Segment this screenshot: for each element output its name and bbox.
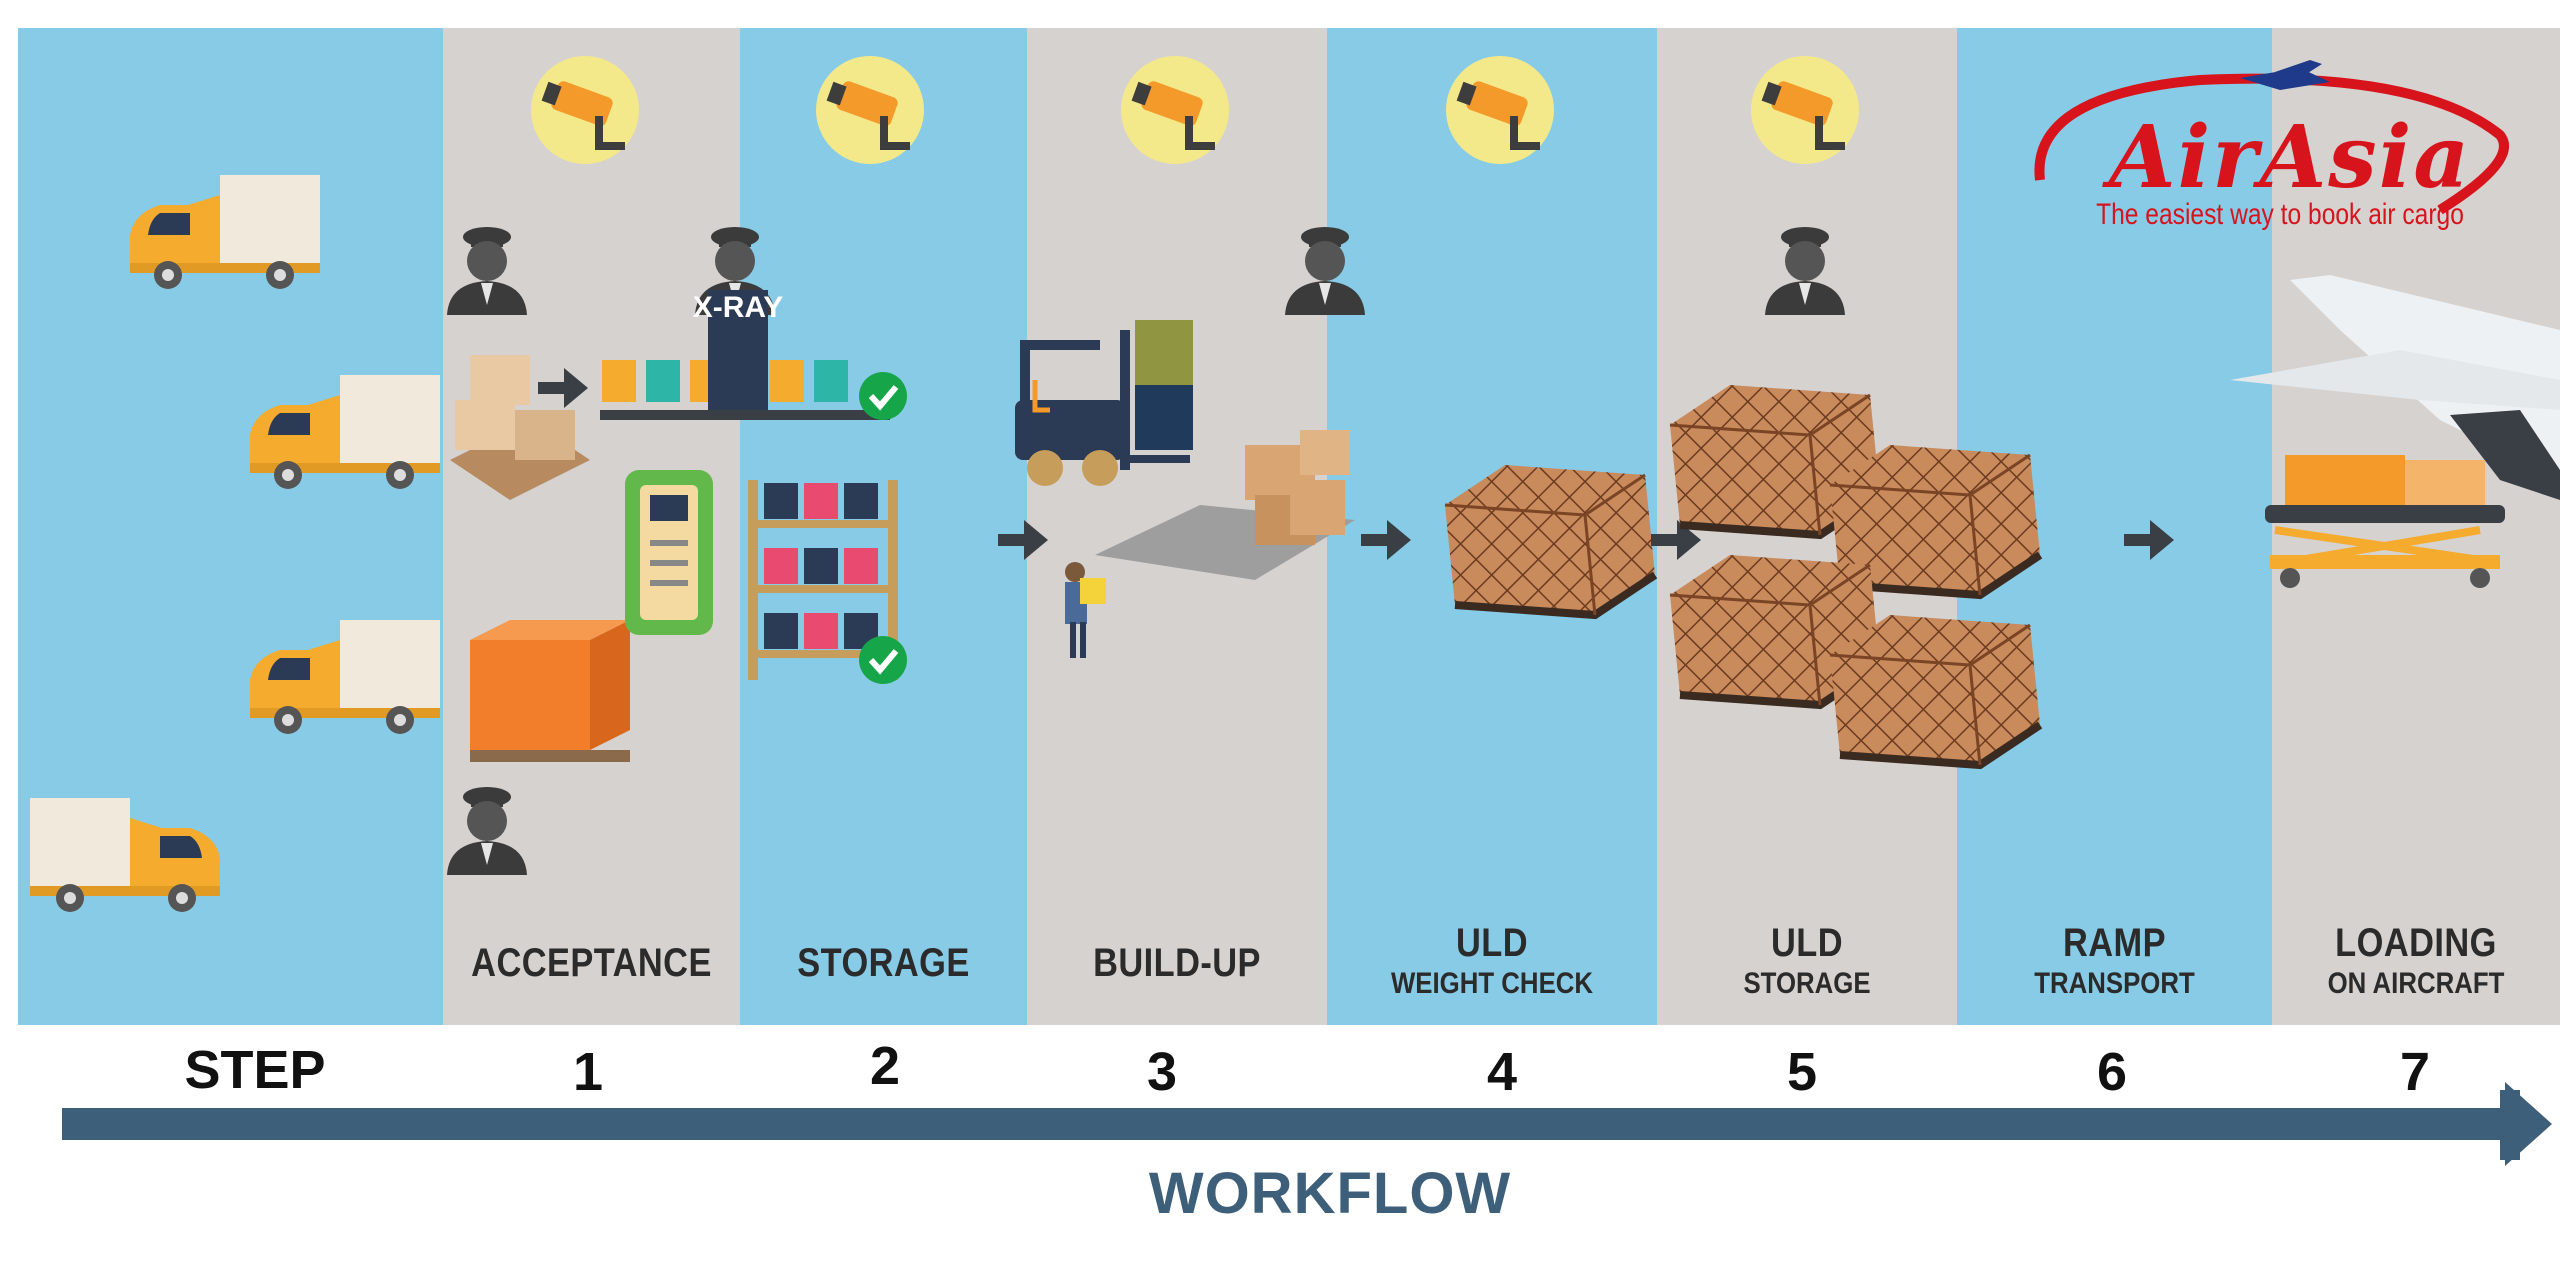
stage-title-ramp-transport: RAMP TRANSPORT [2034, 921, 2195, 1000]
cctv-camera-icon [1751, 56, 1859, 164]
step-number-1: 1 [572, 1042, 604, 1102]
wrapped-pallet-icon [470, 620, 630, 762]
checkmark-icon [859, 372, 907, 420]
pallet-icon [1445, 465, 1655, 615]
checkmark-icon [859, 636, 907, 684]
step-header-label: STEP [184, 1040, 326, 1100]
worker-icon [1065, 562, 1106, 658]
step-number-6: 6 [2096, 1042, 2128, 1102]
stage-title-storage: STORAGE [797, 941, 970, 985]
aircraft-icon [2230, 275, 2560, 500]
cargo-loader [2265, 455, 2505, 588]
carton-stack-icon [450, 355, 590, 500]
conveyor-belt [600, 360, 890, 420]
cctv-camera-icon [1446, 56, 1554, 164]
cctv-camera-icon [816, 56, 924, 164]
brand-name: AirAsia [2108, 107, 2472, 208]
step-number-5: 5 [1786, 1042, 1818, 1102]
build-up-platform [1095, 430, 1355, 580]
xray-label: X-RAY [693, 291, 784, 324]
stage-title-uld-weight-check: ULD WEIGHT CHECK [1390, 921, 1594, 1000]
barcode-scanner-icon [625, 470, 713, 635]
step-number-3: 3 [1146, 1042, 1178, 1102]
step-number-7: 7 [2399, 1042, 2431, 1102]
pallet-icon [1830, 615, 2040, 765]
stage-title-acceptance: ACCEPTANCE [471, 941, 712, 985]
workflow-arrow [62, 1082, 2552, 1166]
stage-title-uld-storage: ULD STORAGE [1743, 921, 1871, 1000]
forklift-icon [1015, 320, 1193, 486]
step-number-2: 2 [869, 1036, 901, 1096]
brand-tagline: The easiest way to book air cargo [2096, 198, 2464, 231]
storage-rack [748, 480, 898, 680]
stage-title-loading-on-aircraft: LOADING ON AIRCRAFT [2327, 921, 2505, 1000]
cctv-camera-icon [1121, 56, 1229, 164]
xray-scanner [708, 290, 768, 410]
stage-title-build-up: BUILD-UP [1093, 941, 1261, 985]
brand-logo [2034, 60, 2509, 215]
cctv-camera-icon [531, 56, 639, 164]
step-number-4: 4 [1486, 1042, 1518, 1102]
workflow-label: WORKFLOW [1148, 1161, 1512, 1226]
